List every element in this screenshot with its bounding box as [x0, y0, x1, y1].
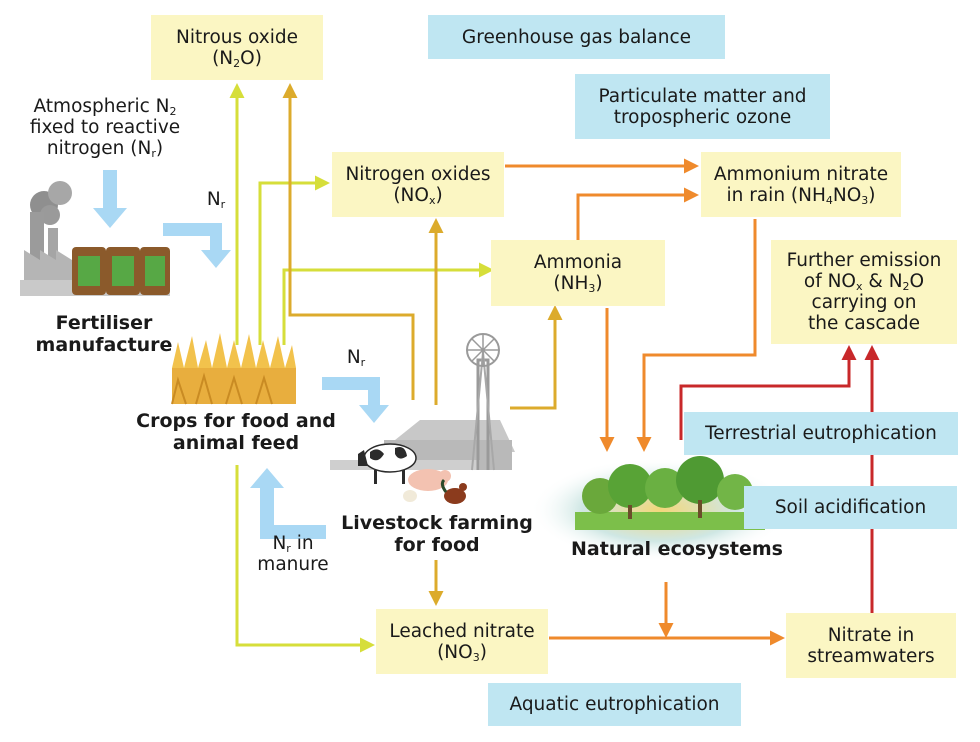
- ammonium-nitrate-box: Ammonium nitrate in rain (NH4NO3): [701, 152, 901, 217]
- crops-label: Crops for food and animal feed: [136, 410, 336, 454]
- fertiliser-bags-illustration: [72, 247, 170, 295]
- nitrous-oxide-formula: (N2O): [212, 47, 262, 70]
- ammonia-formula: (NH3): [553, 273, 603, 295]
- greenhouse-gas-balance-label: Greenhouse gas balance: [461, 26, 692, 48]
- aquatic-eutrophication-label: Aquatic eutrophication: [509, 694, 720, 715]
- cow-illustration: [358, 443, 417, 484]
- chicken-illustration: [403, 478, 467, 504]
- nitrogen-oxides-formula: (NOx): [393, 184, 443, 207]
- further-emission-line4: the cascade: [807, 313, 921, 334]
- soil-acidification-box: Soil acidification: [744, 486, 957, 529]
- nitrate-streamwaters-line1: Nitrate in: [827, 624, 915, 646]
- fertiliser-manufacture-label: Fertiliser manufacture: [35, 312, 173, 356]
- further-emission-box: Further emission of NOx & N2O carrying o…: [771, 240, 957, 344]
- ammonia-line1: Ammonia: [533, 252, 623, 273]
- nr-bend-arrow-livestock: [322, 377, 389, 423]
- orange-arrows: [505, 158, 785, 646]
- aquatic-eutrophication-box: Aquatic eutrophication: [488, 683, 741, 726]
- nitrogen-oxides-line1: Nitrogen oxides: [345, 163, 491, 185]
- nr-label-livestock: Nr: [346, 347, 366, 369]
- nr-bend-arrow-fertiliser: [163, 223, 231, 268]
- lime-arrows: [229, 83, 494, 653]
- gold-arrows: [282, 83, 563, 606]
- red-arrows: [679, 345, 880, 613]
- nr-in-manure-label: Nr in manure: [257, 533, 329, 575]
- natural-ecosystems-label: Natural ecosystems: [571, 538, 783, 560]
- soil-acidification-label: Soil acidification: [774, 497, 927, 518]
- further-emission-line1: Further emission: [786, 250, 942, 271]
- nr-blue-arrows: [93, 170, 389, 539]
- nitrate-streamwaters-box: Nitrate in streamwaters: [786, 613, 956, 678]
- terrestrial-eutrophication-label: Terrestrial eutrophication: [705, 423, 937, 444]
- leached-nitrate-box: Leached nitrate (NO3): [376, 609, 548, 674]
- nitrogen-oxides-box: Nitrogen oxides (NOx): [332, 152, 504, 217]
- livestock-farming-label: Livestock farming for food: [341, 512, 533, 556]
- nitrate-streamwaters-line2: streamwaters: [807, 645, 935, 667]
- terrestrial-eutrophication-box: Terrestrial eutrophication: [684, 412, 958, 455]
- nitrous-oxide-line1: Nitrous oxide: [176, 26, 298, 48]
- greenhouse-gas-balance-box: Greenhouse gas balance: [428, 15, 725, 59]
- leached-nitrate-line1: Leached nitrate: [389, 620, 535, 642]
- further-emission-formula: of NOx & N2O: [803, 271, 925, 293]
- particulate-line1: Particulate matter and: [598, 85, 807, 107]
- particulate-matter-box: Particulate matter and tropospheric ozon…: [575, 74, 830, 139]
- atmospheric-nitrogen-label: Atmospheric N2 fixed to reactive nitroge…: [29, 96, 181, 160]
- nr-manure-arrow: [250, 468, 326, 539]
- leached-nitrate-formula: (NO3): [437, 641, 487, 664]
- ammonia-box: Ammonia (NH3): [491, 240, 665, 306]
- ammonium-nitrate-formula: in rain (NH4NO3): [726, 184, 876, 207]
- particulate-line2: tropospheric ozone: [613, 106, 792, 128]
- ammonium-nitrate-line1: Ammonium nitrate: [713, 163, 889, 185]
- atmospheric-down-arrow: [93, 170, 127, 228]
- wheat-crops-illustration: [171, 333, 296, 405]
- nr-label-fertiliser: Nr: [206, 189, 226, 211]
- nitrous-oxide-box: Nitrous oxide (N2O): [151, 15, 323, 80]
- pig-illustration: [408, 469, 451, 491]
- further-emission-line3: carrying on: [811, 292, 917, 313]
